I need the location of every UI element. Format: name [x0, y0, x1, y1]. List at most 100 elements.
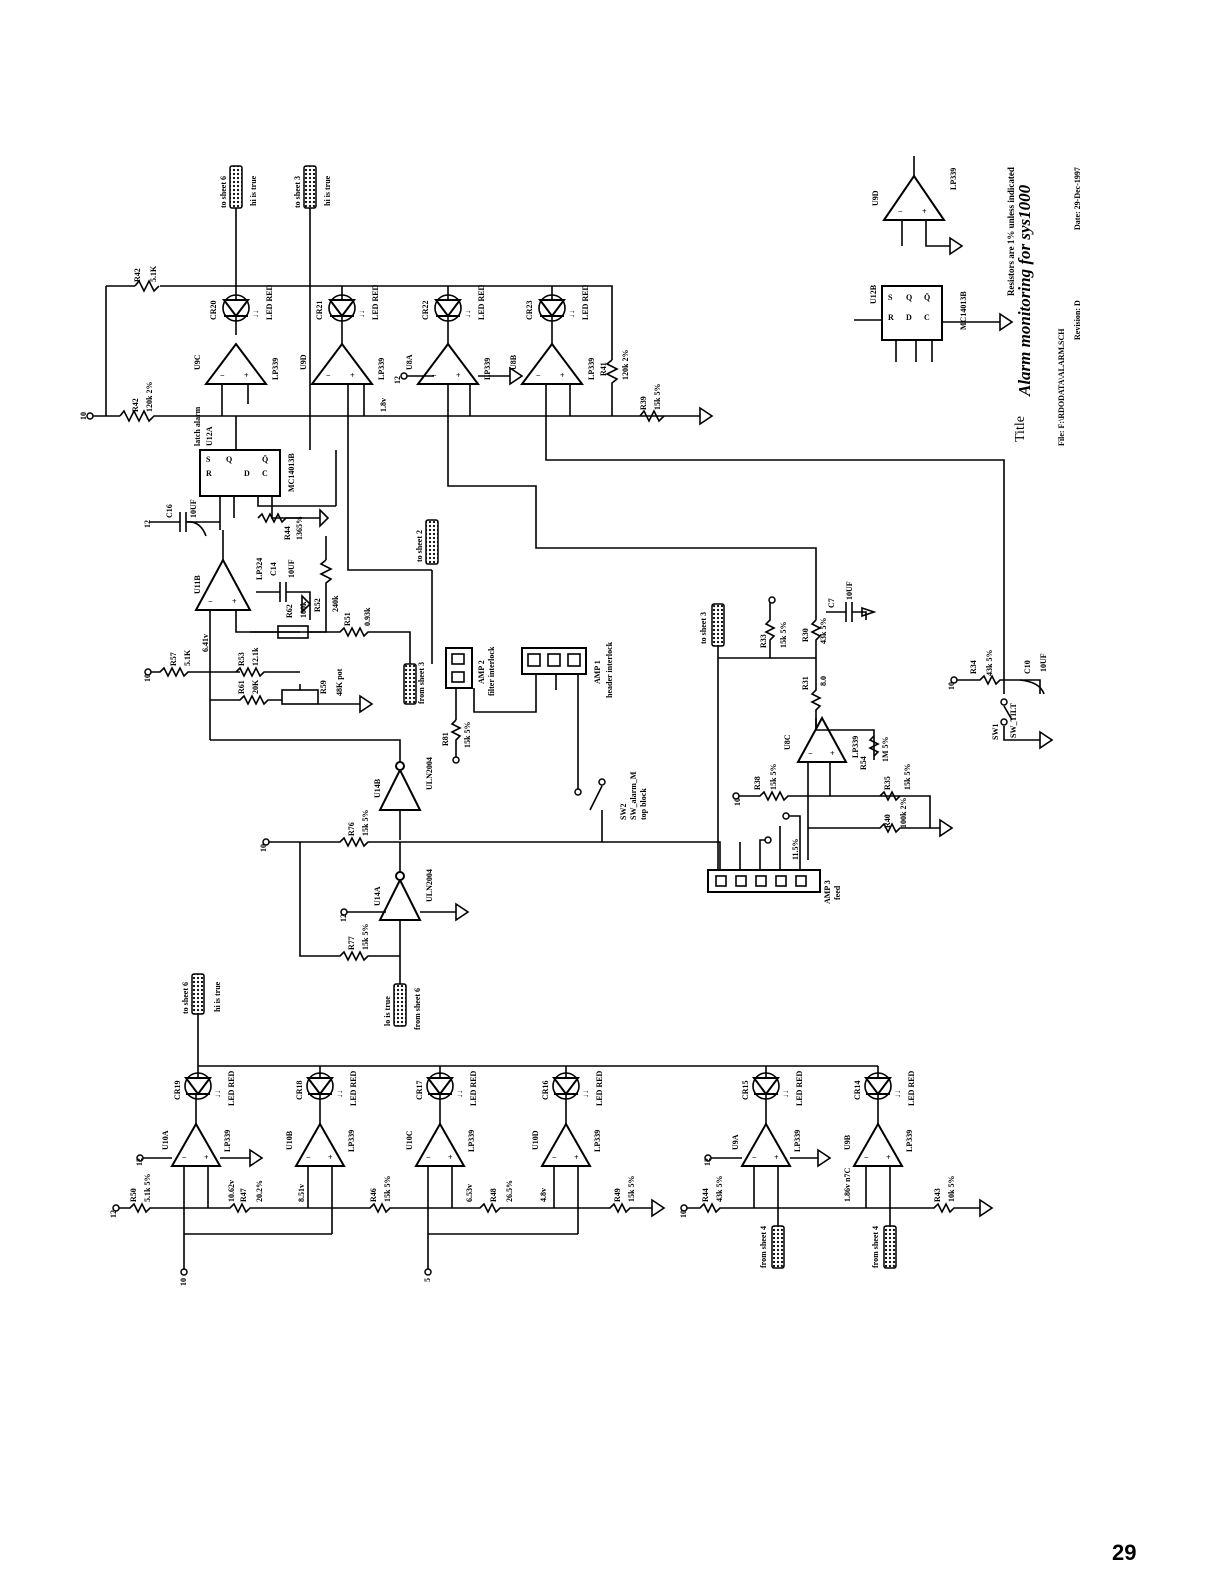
- svg-text:C: C: [924, 313, 930, 322]
- svg-text:48K pot: 48K pot: [335, 668, 344, 696]
- comparator-u10b: − + U10B LP339: [285, 1094, 356, 1234]
- buffer-u14b: [378, 767, 422, 811]
- svg-text:↓↓: ↓↓: [893, 1090, 902, 1098]
- svg-text:−: −: [326, 371, 331, 380]
- svg-text:−: −: [426, 1153, 431, 1162]
- svg-text:Q: Q: [906, 293, 912, 302]
- svg-text:−: −: [432, 371, 437, 380]
- revision: Revision: D: [1073, 300, 1082, 340]
- interlock-section: to sheet 2 AMP 2 filter interlock AMP 1 …: [415, 519, 648, 842]
- svg-text:12.1k: 12.1k: [251, 647, 260, 666]
- svg-text:10: 10: [143, 674, 152, 682]
- svg-text:R48: R48: [489, 1188, 498, 1202]
- svg-text:−: −: [306, 1153, 311, 1162]
- net-1-8v: 1.8v: [379, 398, 388, 412]
- svg-text:↓↓: ↓↓: [581, 1090, 590, 1098]
- cap-c16: C16: [165, 504, 174, 518]
- svg-text:S: S: [206, 455, 211, 464]
- resistor-r42-top: R42: [133, 268, 142, 282]
- svg-text:5.1K: 5.1K: [183, 649, 192, 666]
- svg-text:10.62v: 10.62v: [227, 1180, 236, 1202]
- svg-text:+: +: [350, 371, 355, 380]
- svg-text:10: 10: [259, 844, 268, 852]
- svg-text:R50: R50: [129, 1188, 138, 1202]
- cap-c10: C10: [1023, 660, 1032, 674]
- svg-text:LP339: LP339: [347, 1130, 356, 1152]
- resistor-r77: R77: [347, 936, 356, 950]
- svg-text:U10C: U10C: [405, 1130, 414, 1150]
- led-cr16: CR16 LED RED ↓↓: [541, 1070, 604, 1106]
- svg-text:LED RED: LED RED: [349, 1070, 358, 1106]
- resistor-r34: R34: [969, 660, 978, 674]
- resistor-r42-bottom: R42: [131, 398, 140, 412]
- svg-text:CR17: CR17: [415, 1080, 424, 1100]
- comparator-u9b: −+ U9B LP339: [843, 1094, 914, 1226]
- svg-text:U10B: U10B: [285, 1130, 294, 1150]
- svg-text:10: 10: [733, 798, 742, 806]
- resistor-note: Resistors are 1% unless indicated: [1006, 167, 1016, 296]
- comparator-u9c: −+ U9C LP339: [193, 342, 280, 450]
- svg-text:−: −: [808, 749, 813, 758]
- svg-text:D: D: [906, 313, 912, 322]
- led-cr21: CR21 LED RED ↓↓: [315, 284, 380, 345]
- svg-text:15k 5%: 15k 5%: [463, 722, 472, 748]
- svg-text:15k 5%: 15k 5%: [361, 924, 370, 950]
- led-color: LED RED: [371, 284, 380, 320]
- svg-text:LED RED: LED RED: [795, 1070, 804, 1106]
- net-6-41v: 6.41v: [201, 634, 210, 652]
- svg-text:LP339: LP339: [949, 168, 958, 190]
- led-cr15: CR15 LED RED ↓↓: [741, 1070, 804, 1106]
- svg-text:hi is true: hi is true: [323, 175, 332, 206]
- part-ref: U14B: [373, 778, 382, 798]
- svg-text:5.1k 5%: 5.1k 5%: [143, 1174, 152, 1202]
- svg-text:12: 12: [703, 1158, 712, 1166]
- feed-section: to sheet 3 R33 15k 5% R30 43k 5% R31 8.0…: [699, 581, 1054, 904]
- svg-text:U10A: U10A: [161, 1130, 170, 1150]
- svg-text:43k 5%: 43k 5%: [819, 618, 828, 644]
- resistor-r40: R40: [883, 814, 892, 828]
- svg-text:1M 5%: 1M 5%: [881, 736, 890, 762]
- svg-text:10UF: 10UF: [189, 499, 198, 518]
- part-ref: U8A: [405, 354, 414, 370]
- comparator-u9a: −+ 12 U9A LP339: [703, 1094, 832, 1226]
- comparator-u8c: [796, 715, 848, 763]
- flipflop-u12a: [199, 449, 281, 497]
- comparator-u10d: −+ U10D LP339: [531, 1094, 602, 1234]
- cap-c14: C14: [269, 562, 278, 576]
- svg-text:+: +: [204, 1153, 209, 1162]
- svg-text:R: R: [888, 313, 894, 322]
- svg-text:+: +: [328, 1153, 333, 1162]
- svg-text:15k 5%: 15k 5%: [383, 1176, 392, 1202]
- svg-text:U9A: U9A: [731, 1134, 740, 1150]
- svg-text:5.1K: 5.1K: [149, 265, 158, 282]
- connector-amp3: [707, 869, 821, 893]
- svg-text:from sheet 4: from sheet 4: [871, 1226, 880, 1268]
- svg-text:Q: Q: [226, 455, 232, 464]
- title-label: Title: [1013, 416, 1028, 442]
- svg-text:15k 5%: 15k 5%: [903, 764, 912, 790]
- svg-text:to sheet 6: to sheet 6: [181, 982, 190, 1014]
- svg-text:0.93k: 0.93k: [363, 607, 372, 626]
- svg-text:to sheet 2: to sheet 2: [415, 530, 424, 562]
- resistor-r38: R38: [753, 776, 762, 790]
- led-ref: CR20: [209, 300, 218, 320]
- svg-text:↓↓: ↓↓: [463, 310, 472, 318]
- part-type: LP339: [483, 358, 492, 380]
- comparator-u9d: −+ U9D LP339 1.8v: [299, 342, 432, 571]
- resistor-r30: R30: [801, 628, 810, 642]
- svg-text:15k 5%: 15k 5%: [779, 622, 788, 648]
- svg-text:100k 2%: 100k 2%: [899, 798, 908, 828]
- svg-text:8.51v: 8.51v: [297, 1184, 306, 1202]
- led-ref: CR23: [525, 300, 534, 320]
- comparator-u9d-spare: [882, 174, 946, 221]
- led-cr22: CR22 LED RED ↓↓: [421, 284, 486, 345]
- svg-text:12: 12: [135, 1158, 144, 1166]
- svg-text:CR15: CR15: [741, 1080, 750, 1100]
- svg-text:from sheet 3: from sheet 3: [417, 662, 426, 704]
- svg-text:LP339: LP339: [793, 1130, 802, 1152]
- resistor-r62: R62: [285, 604, 294, 618]
- top-led-bank: CR20 LED RED ↓↓ CR21 LED RED ↓↓ CR22 LED…: [79, 265, 1005, 694]
- svg-text:R: R: [206, 469, 212, 478]
